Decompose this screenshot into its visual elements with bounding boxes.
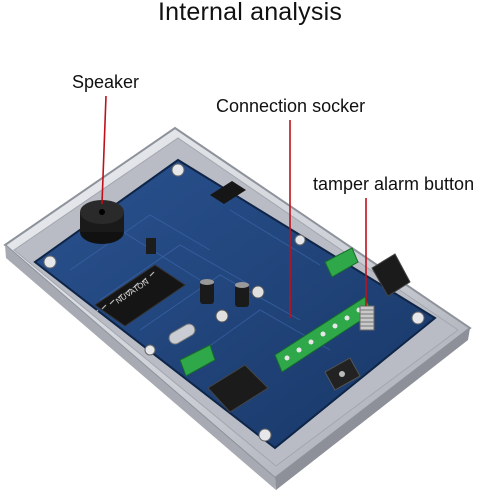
small-chip — [210, 181, 246, 204]
connection-socket-callout-label: Connection socker — [216, 96, 366, 116]
connection-terminal-block — [179, 247, 373, 377]
speaker-callout-line — [101, 95, 107, 205]
main-chip: NUVATON — [93, 264, 186, 327]
page-title: Internal analysis — [157, 0, 343, 26]
relay-right — [371, 253, 411, 297]
tamper-button-callout-label: tamper alarm button — [313, 174, 475, 194]
capacitors — [200, 279, 265, 323]
speaker-callout-label: Speaker — [72, 72, 140, 92]
speaker-component — [80, 200, 124, 244]
voltage-regulator — [324, 357, 361, 391]
transistor — [146, 238, 156, 254]
tamper-button — [359, 305, 375, 331]
relay-left — [207, 364, 269, 413]
callout-lines — [101, 95, 367, 318]
crystal — [168, 323, 196, 345]
